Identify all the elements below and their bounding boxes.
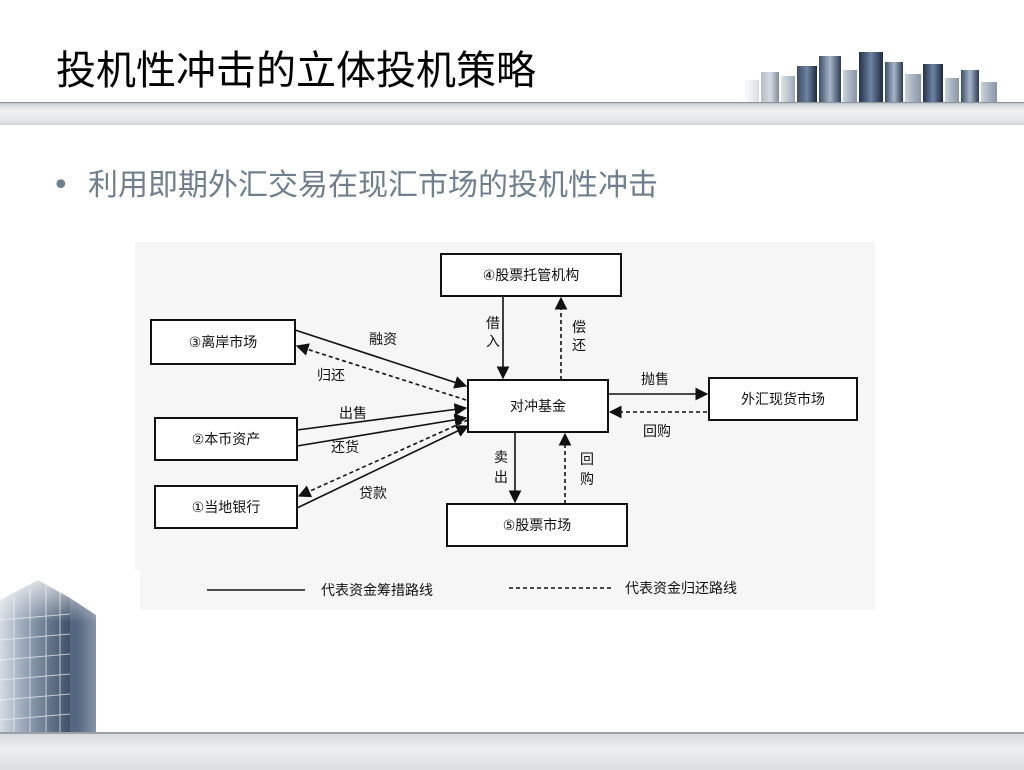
node-box-stock-custody bbox=[440, 253, 622, 297]
footer-bar bbox=[0, 732, 1024, 770]
edge-label-borrow-1: 借 bbox=[486, 316, 500, 332]
edge-label-loan: 贷款 bbox=[359, 486, 387, 502]
edge-label-sell-fx: 抛售 bbox=[641, 372, 669, 388]
bullet-item: • 利用即期外汇交易在现汇市场的投机性冲击 bbox=[52, 160, 658, 204]
edge-financing-solid bbox=[294, 329, 468, 389]
edge-label-return-offshore: 归还 bbox=[317, 367, 345, 384]
edge-label-buyback-stock-2: 购 bbox=[580, 472, 594, 488]
city-skyline-graphic bbox=[735, 42, 1024, 104]
legend-solid-label: 代表资金筹措路线 bbox=[321, 582, 433, 599]
edge-label-buyback-stock-1: 回 bbox=[580, 452, 594, 468]
node-box-local-assets bbox=[154, 417, 298, 461]
edge-label-sell-stock-1: 卖 bbox=[494, 450, 508, 466]
edge-sell-assets-solid bbox=[296, 403, 468, 431]
bullet-text: 利用即期外汇交易在现汇市场的投机性冲击 bbox=[88, 168, 658, 203]
node-box-center bbox=[467, 379, 609, 433]
edge-label-repay: 还货 bbox=[331, 439, 359, 456]
bullet-marker: • bbox=[52, 168, 70, 203]
node-box-stock-market bbox=[446, 503, 628, 547]
edge-loan-return-dashed bbox=[297, 419, 469, 498]
node-box-offshore-market bbox=[150, 319, 296, 365]
node-box-fx-spot-market bbox=[708, 377, 858, 421]
node-box-local-bank bbox=[154, 485, 298, 529]
edge-label-sell-stock-2: 出 bbox=[494, 470, 508, 486]
node-label-stock-custody: ④股票托管机构 bbox=[483, 268, 580, 284]
edge-loan-solid bbox=[296, 425, 470, 509]
node-label-fx-spot-market: 外汇现货市场 bbox=[741, 391, 825, 408]
edge-label-repay-custody-2: 还 bbox=[572, 338, 586, 354]
legend-dashed-label: 代表资金归还路线 bbox=[625, 580, 737, 597]
edge-label-financing: 融资 bbox=[369, 332, 397, 348]
node-label-local-assets: ②本币资产 bbox=[192, 432, 261, 448]
edge-repay-solid bbox=[296, 413, 468, 447]
edge-label-sell-assets: 出售 bbox=[339, 406, 367, 422]
flow-diagram: ④股票托管机构 ③离岸市场 对冲基金 外汇现货市场 ②本币资产 ①当地银行 ⑤股… bbox=[135, 242, 875, 610]
edge-return-offshore-dashed bbox=[295, 343, 467, 401]
flow-diagram-svg: ④股票托管机构 ③离岸市场 对冲基金 外汇现货市场 ②本币资产 ①当地银行 ⑤股… bbox=[150, 253, 858, 599]
slide-title: 投机性冲击的立体投机策略 bbox=[56, 48, 536, 94]
edge-label-repay-custody-1: 偿 bbox=[572, 320, 586, 336]
office-building-graphic bbox=[0, 570, 140, 745]
title-divider bbox=[0, 102, 1024, 125]
edge-label-buyback-fx: 回购 bbox=[643, 424, 671, 440]
node-label-local-bank: ①当地银行 bbox=[192, 500, 261, 516]
node-label-center: 对冲基金 bbox=[510, 398, 566, 415]
edge-label-borrow-2: 入 bbox=[486, 334, 500, 350]
node-label-offshore-market: ③离岸市场 bbox=[189, 334, 258, 351]
node-label-stock-market: ⑤股票市场 bbox=[503, 517, 572, 534]
